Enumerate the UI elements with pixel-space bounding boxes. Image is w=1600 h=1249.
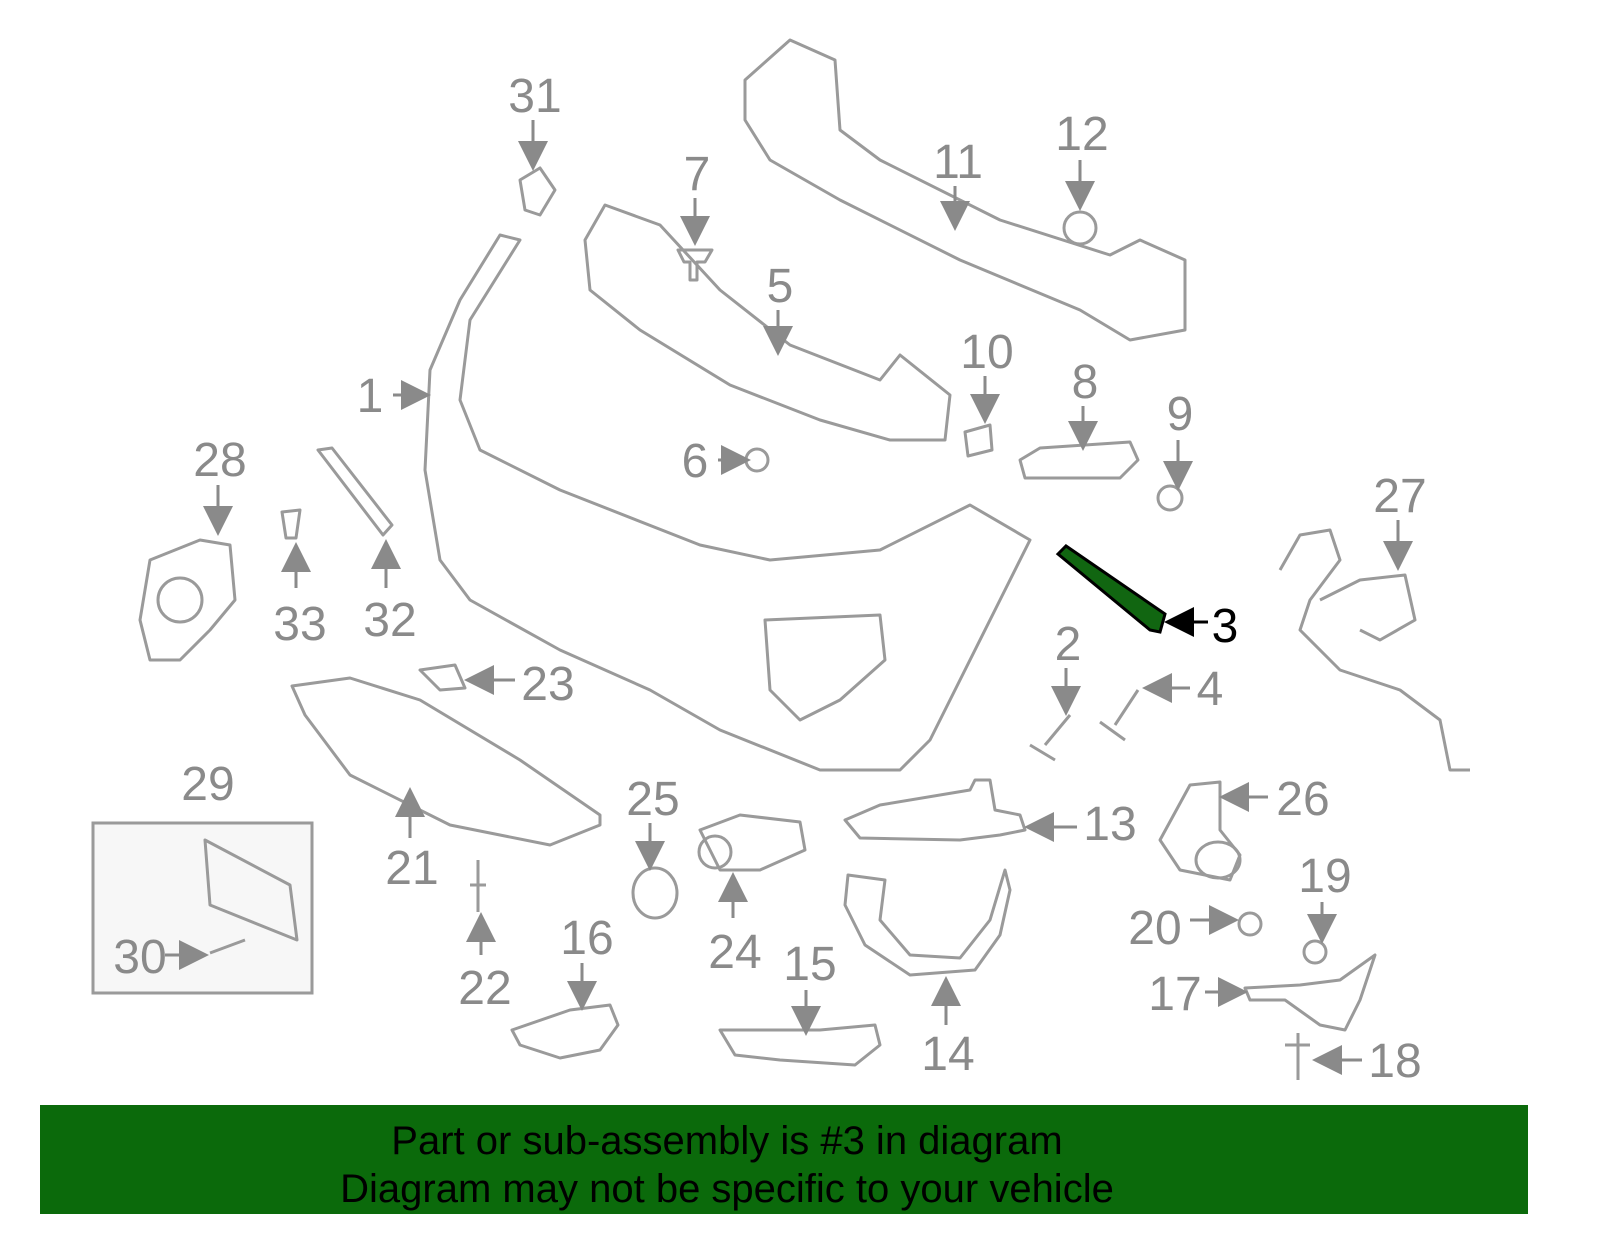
part-9-clip xyxy=(1156,484,1184,512)
part-31-bracket xyxy=(518,166,557,217)
callout-label-22: 22 xyxy=(458,962,511,1015)
part-1-bumper-cover xyxy=(423,233,1032,772)
part-32-bracket xyxy=(316,446,394,537)
callout-label-25: 25 xyxy=(626,773,679,826)
info-banner: Part or sub-assembly is #3 in diagram Di… xyxy=(40,1105,1528,1214)
callout-arrows xyxy=(165,120,1413,1075)
callout-label-17: 17 xyxy=(1148,968,1201,1021)
part-2-screw xyxy=(1029,714,1072,762)
callout-label-13: 13 xyxy=(1083,798,1136,851)
banner-line-2: Diagram may not be specific to your vehi… xyxy=(340,1167,1114,1211)
part-26-lens xyxy=(1194,840,1242,880)
part-28-camera xyxy=(138,538,237,662)
callout-label-16: 16 xyxy=(560,912,613,965)
part-11-bumper-reinforcement xyxy=(743,38,1187,342)
part-18-bolt xyxy=(1285,1033,1310,1080)
callout-label-32: 32 xyxy=(363,594,416,647)
part-12-nut xyxy=(1062,210,1098,246)
callout-label-1: 1 xyxy=(357,370,384,423)
callout-label-6: 6 xyxy=(682,435,709,488)
callout-label-9: 9 xyxy=(1167,388,1194,441)
callout-label-30: 30 xyxy=(113,931,166,984)
part-1-fog-opening xyxy=(763,613,887,722)
callout-label-23: 23 xyxy=(521,658,574,711)
callout-label-27: 27 xyxy=(1373,470,1426,523)
part-4-rivet xyxy=(1099,689,1140,742)
part-24-sensor xyxy=(698,813,807,872)
part-5-energy-absorber xyxy=(583,203,952,442)
callout-label-33: 33 xyxy=(273,598,326,651)
callout-label-15: 15 xyxy=(783,938,836,991)
part-21-lower-shield xyxy=(290,676,602,847)
part-shapes xyxy=(91,38,1470,1080)
callout-label-4: 4 xyxy=(1197,663,1224,716)
callout-label-26: 26 xyxy=(1276,773,1329,826)
callout-label-12: 12 xyxy=(1055,108,1108,161)
part-8-bracket xyxy=(1018,440,1140,480)
part-7-clip xyxy=(676,248,714,282)
callout-label-11: 11 xyxy=(933,136,983,189)
callout-label-28: 28 xyxy=(193,434,246,487)
part-19-nut xyxy=(1302,939,1328,965)
callout-label-10: 10 xyxy=(960,326,1013,379)
part-17-bracket xyxy=(1243,953,1377,1032)
part-22-bolt xyxy=(470,860,486,912)
callout-label-8: 8 xyxy=(1072,356,1099,409)
part-25-grommet xyxy=(631,866,679,920)
callout-label-24: 24 xyxy=(708,926,761,979)
callout-label-2: 2 xyxy=(1055,618,1082,671)
callout-label-7: 7 xyxy=(684,148,711,201)
callout-label-3: 3 xyxy=(1212,600,1239,653)
banner-line-1: Part or sub-assembly is #3 in diagram xyxy=(391,1119,1063,1163)
part-14-trim xyxy=(843,868,1012,977)
part-10-pad xyxy=(963,423,994,458)
part-28-lens xyxy=(156,576,204,624)
part-16-cover xyxy=(510,1003,620,1060)
part-24-lens xyxy=(697,834,733,870)
part-33-clip xyxy=(280,508,302,540)
part-6-clip xyxy=(744,447,770,473)
part-20-nut xyxy=(1237,911,1263,937)
callout-label-29: 29 xyxy=(181,758,234,811)
callout-label-31: 31 xyxy=(508,70,561,123)
part-3-highlighted xyxy=(1055,544,1167,634)
part-23-clip xyxy=(418,663,467,692)
callout-label-5: 5 xyxy=(767,260,794,313)
part-15-grille xyxy=(718,1023,882,1067)
callout-label-18: 18 xyxy=(1368,1035,1421,1088)
part-30-screw xyxy=(209,938,246,955)
callout-label-20: 20 xyxy=(1128,902,1181,955)
part-27-wiring-harness xyxy=(1278,528,1470,772)
callout-label-14: 14 xyxy=(921,1028,974,1081)
callout-label-19: 19 xyxy=(1298,850,1351,903)
callout-label-21: 21 xyxy=(385,842,438,895)
part-29-license-bracket xyxy=(203,838,299,942)
part-13-bracket xyxy=(843,778,1027,842)
